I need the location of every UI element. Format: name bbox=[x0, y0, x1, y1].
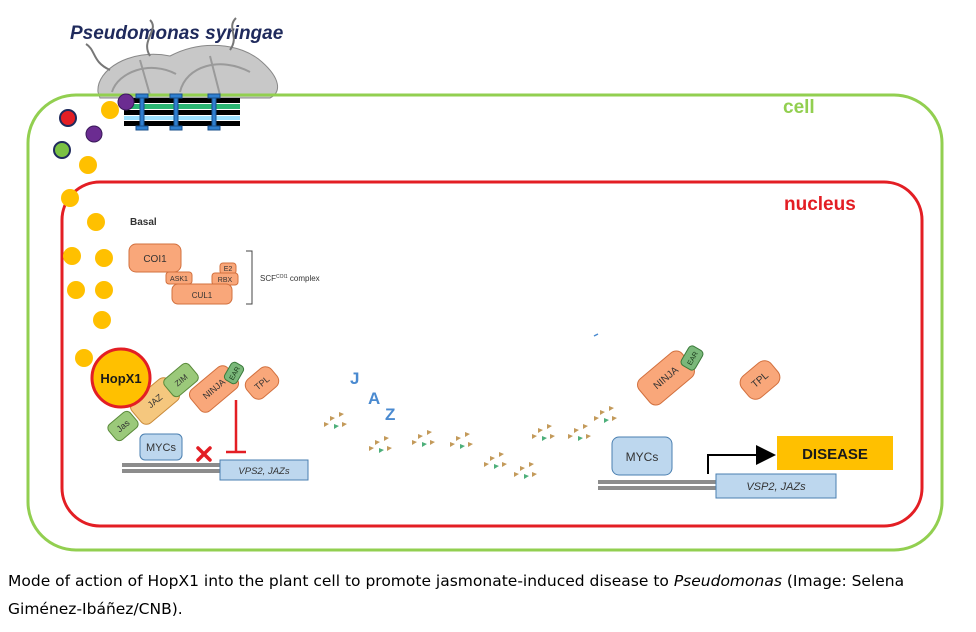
disease-label: DISEASE bbox=[802, 446, 868, 463]
activation-arrow bbox=[707, 445, 776, 474]
hopx1-effector: HopX1 bbox=[90, 347, 152, 409]
repression-line bbox=[226, 400, 246, 454]
blocked-icon bbox=[196, 446, 212, 462]
jaz-fragment bbox=[532, 472, 537, 477]
left-repressor-complex: Jas JAZ ZIM NINJA EAR TPL bbox=[107, 361, 280, 442]
jaz-fragment bbox=[418, 434, 423, 439]
cell-membrane bbox=[26, 93, 944, 552]
jaz-fragment bbox=[427, 430, 432, 435]
right-activated-complex: NINJA EAR TPL bbox=[637, 345, 781, 406]
jaz-fragment bbox=[574, 428, 579, 433]
jaz-fragment bbox=[465, 432, 470, 437]
scf-complex: Basal COI1 ASK1 E2 RBX CUL1 SCFCOI1 comp… bbox=[128, 217, 320, 305]
jaz-fragment bbox=[586, 434, 591, 439]
jaz-fragment bbox=[456, 436, 461, 441]
scf-complex-label: SCFCOI1 complex bbox=[260, 274, 320, 283]
jaz-fragment bbox=[490, 456, 495, 461]
e2-label: E2 bbox=[224, 266, 233, 273]
nucleus-label: nucleus bbox=[784, 194, 856, 215]
jaz-fragment bbox=[369, 446, 374, 451]
jaz-fragment bbox=[538, 428, 543, 433]
secretion-system bbox=[124, 93, 240, 131]
jaz-fragment bbox=[550, 434, 555, 439]
jaz-letter-z: Z bbox=[385, 405, 395, 424]
jaz-fragment bbox=[324, 422, 329, 427]
right-gene-locus: MYCs VSP2, JAZs DISEASE bbox=[598, 436, 893, 499]
basal-label: Basal bbox=[130, 217, 157, 228]
jaz-fragment bbox=[422, 442, 427, 447]
jaz-fragment bbox=[520, 466, 525, 471]
bacterium-illustration bbox=[85, 17, 278, 99]
ask1-label: ASK1 bbox=[170, 276, 188, 283]
jaz-fragment bbox=[568, 434, 573, 439]
jasmonate-pathway-diagram: Pseudomonas syringae cell nucleus bbox=[26, 17, 944, 552]
jaz-fragment bbox=[384, 436, 389, 441]
jaz-fragment bbox=[547, 424, 552, 429]
jaz-fragment bbox=[594, 416, 599, 421]
jaz-fragment bbox=[524, 474, 529, 479]
mycs-label-right: MYCs bbox=[626, 450, 659, 464]
jaz-fragment bbox=[499, 452, 504, 457]
jaz-fragment bbox=[609, 406, 614, 411]
jaz-letter-j: J bbox=[350, 369, 359, 388]
jaz-fragment bbox=[484, 462, 489, 467]
hopx1-label: HopX1 bbox=[100, 371, 141, 386]
jaz-fragment bbox=[514, 472, 519, 477]
gene-label-right: VSP2, JAZs bbox=[746, 481, 806, 493]
jaz-fragment bbox=[450, 442, 455, 447]
jaz-fragment bbox=[379, 448, 384, 453]
jaz-fragment bbox=[334, 424, 339, 429]
jaz-fragment bbox=[578, 436, 583, 441]
jaz-fragment bbox=[494, 464, 499, 469]
figure-caption: Mode of action of HopX1 into the plant c… bbox=[8, 572, 905, 618]
left-gene-locus: MYCs VPS2, JAZs bbox=[122, 400, 309, 481]
jaz-fragment bbox=[532, 434, 537, 439]
jaz-letter-a: A bbox=[368, 389, 380, 408]
jaz-fragment bbox=[387, 446, 392, 451]
nucleus-membrane bbox=[60, 180, 924, 528]
mycs-label-left: MYCs bbox=[146, 442, 176, 454]
jaz-fragment bbox=[412, 440, 417, 445]
jaz-fragment bbox=[468, 442, 473, 447]
jaz-fragment bbox=[339, 412, 344, 417]
jaz-fragment bbox=[583, 424, 588, 429]
jaz-fragment bbox=[502, 462, 507, 467]
jaz-fragment bbox=[430, 440, 435, 445]
pathogen-title: Pseudomonas syringae bbox=[70, 23, 284, 44]
jaz-degradation: J A Z bbox=[324, 333, 617, 479]
effector-dots bbox=[53, 93, 135, 367]
jaz-fragment bbox=[375, 440, 380, 445]
jaz-fragment bbox=[600, 410, 605, 415]
jaz-fragment bbox=[342, 422, 347, 427]
jaz-fragment bbox=[460, 444, 465, 449]
jaz-fragment bbox=[604, 418, 609, 423]
cell-label: cell bbox=[783, 97, 815, 118]
jaz-fragment bbox=[542, 436, 547, 441]
rbx-label: RBX bbox=[218, 277, 233, 284]
coi1-label: COI1 bbox=[143, 254, 167, 265]
jaz-fragment bbox=[529, 462, 534, 467]
jaz-fragment bbox=[612, 416, 617, 421]
gene-label-left: VPS2, JAZs bbox=[238, 466, 289, 477]
jaz-fragment bbox=[330, 416, 335, 421]
disease-box bbox=[777, 436, 893, 470]
cul1-label: CUL1 bbox=[192, 291, 213, 300]
